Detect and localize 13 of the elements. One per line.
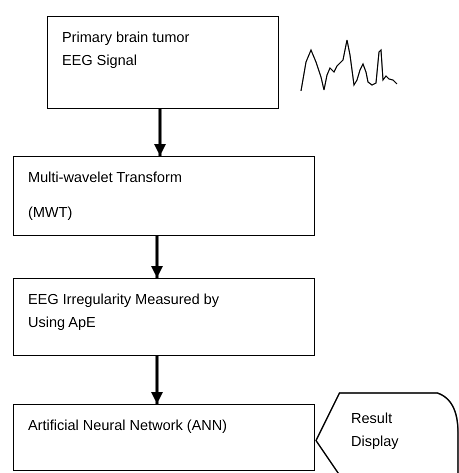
process-box — [13, 278, 315, 356]
arrow — [151, 236, 163, 278]
process-label: Result Display — [351, 410, 400, 452]
process-box — [13, 156, 315, 236]
process-label: Artificial Neural Network (ANN) — [28, 417, 228, 436]
process-label: (MWT) — [28, 204, 74, 223]
process-box — [47, 16, 279, 109]
process-label: Primary brain tumor EEG Signal — [62, 29, 190, 72]
arrow — [151, 356, 163, 404]
process-label: EEG Irregularity Measured by Using ApE — [28, 291, 220, 334]
arrow — [154, 109, 166, 156]
process-label: Multi-wavelet Transform — [28, 169, 183, 188]
process-box — [13, 404, 315, 471]
